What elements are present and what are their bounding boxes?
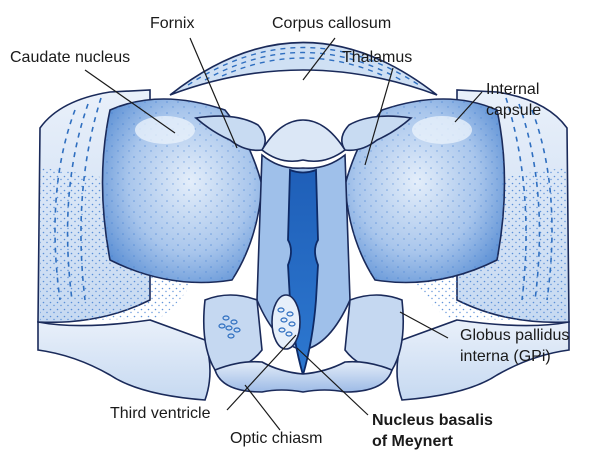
label-optic-chiasm: Optic chiasm [230,430,322,447]
label-third-ventricle: Third ventricle [110,405,211,422]
label-thalamus: Thalamus [342,49,412,66]
label-internal-capsule-2: capsule [486,102,541,119]
third-ventricle-region [257,155,350,375]
label-internal-capsule-1: Internal [486,81,539,98]
label-globus-pallidus-1: Globus pallidus [460,327,569,344]
label-corpus-callosum: Corpus callosum [272,15,391,32]
label-caudate-nucleus: Caudate nucleus [10,49,130,66]
label-globus-pallidus-2: interna (GPi) [460,348,551,365]
label-fornix: Fornix [150,15,194,32]
label-nucleus-basalis-2: of Meynert [372,433,454,450]
label-nucleus-basalis-1: Nucleus basalis [372,412,493,429]
